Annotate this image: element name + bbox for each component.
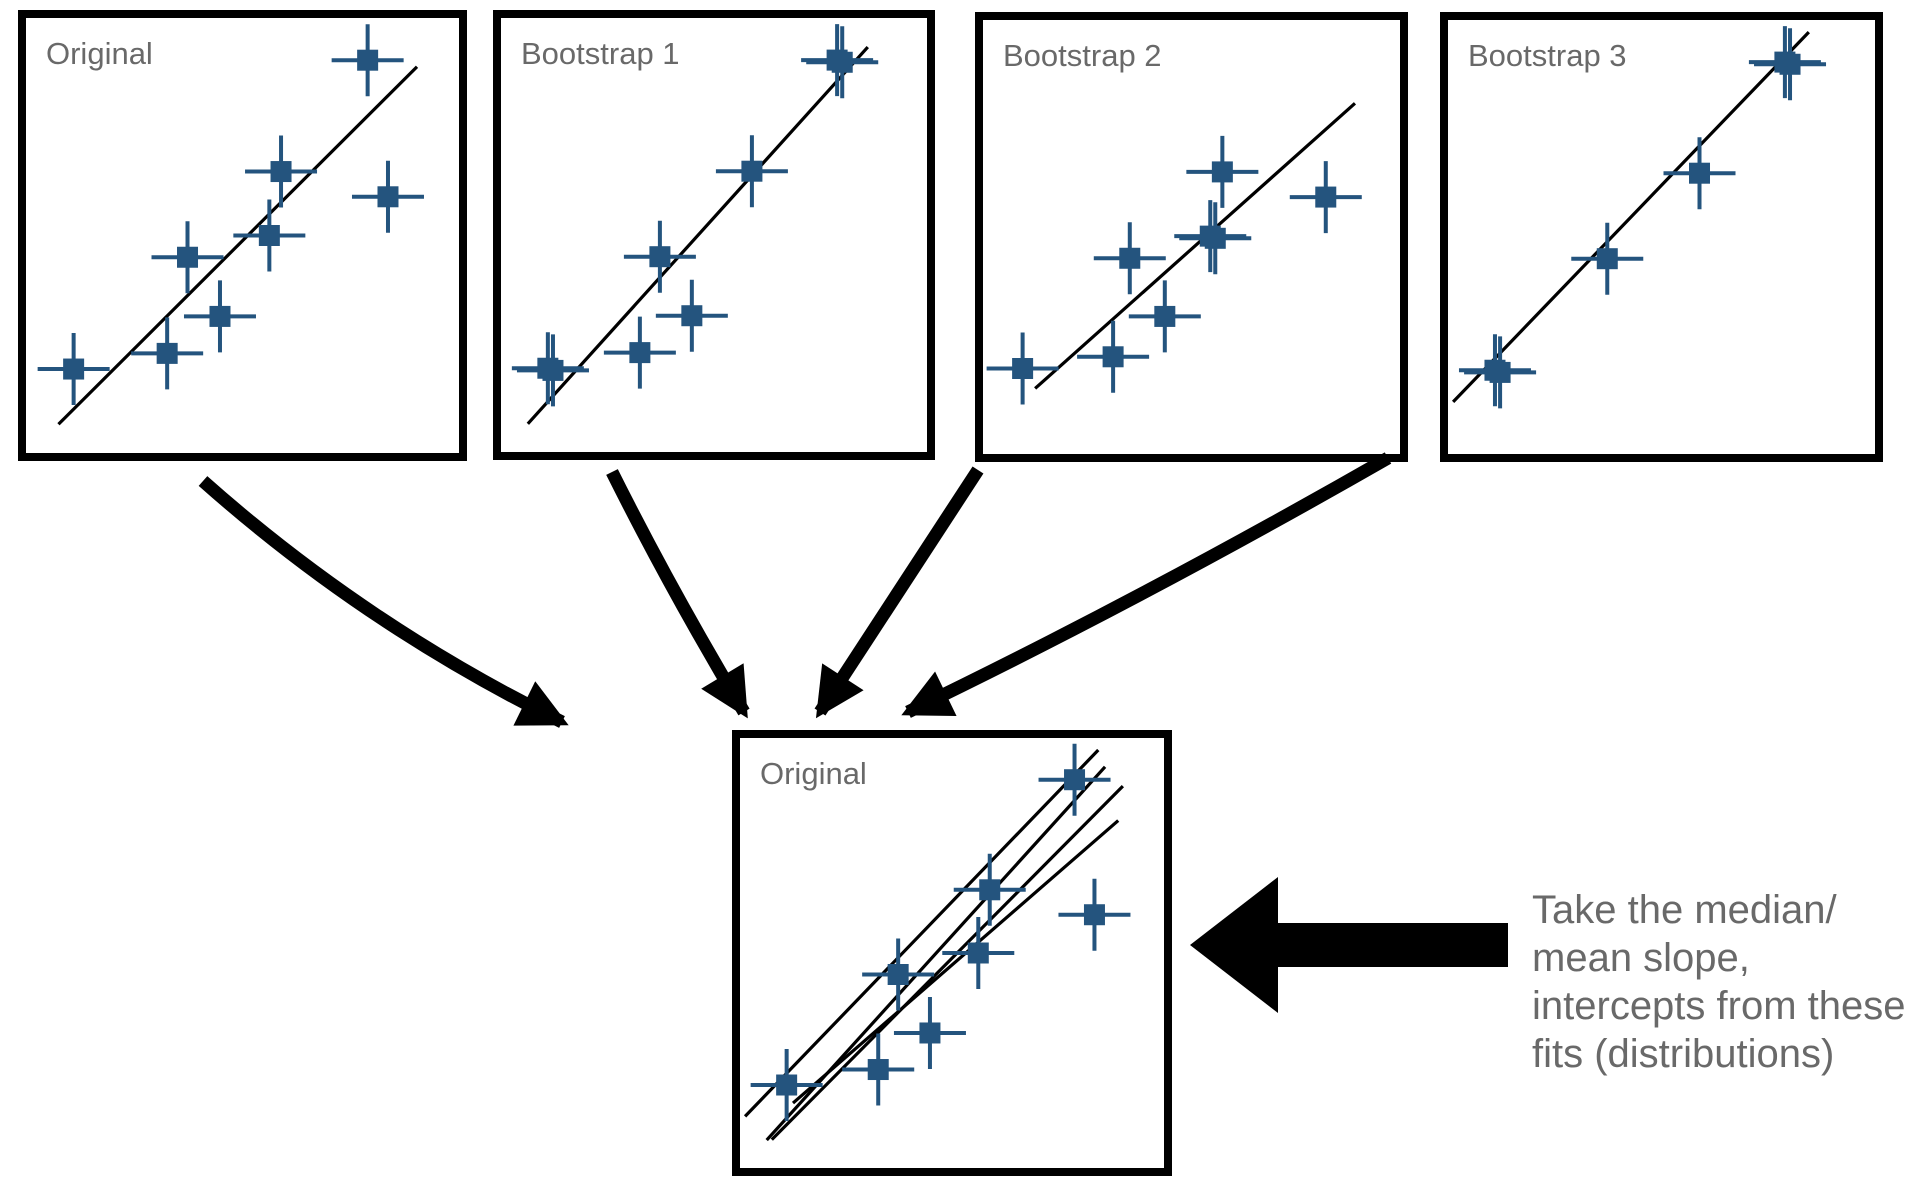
data-point-marker [357, 49, 379, 71]
fit-line [791, 819, 1120, 1105]
annotation-text: Take the median/ mean slope, intercepts … [1532, 886, 1920, 1078]
data-point-marker [967, 942, 989, 964]
data-point-marker [156, 342, 178, 364]
data-point-marker [776, 1074, 798, 1096]
panel-bootstrap-3: Bootstrap 3 [1440, 12, 1883, 462]
panel-combined-title: Original [760, 756, 867, 791]
annotation-line-4: fits (distributions) [1532, 1032, 1835, 1076]
flow-arrow-icon [198, 476, 569, 728]
flow-arrow-icon [606, 469, 750, 719]
panel-original: Original [18, 10, 467, 461]
scatter-plot-bootstrap-3 [1451, 26, 1827, 409]
annotation-line-1: Take the median/ [1532, 888, 1837, 932]
data-point-marker [831, 51, 853, 73]
fit-line [770, 785, 1125, 1141]
data-point-marker [1102, 346, 1124, 368]
fit-line [57, 65, 419, 426]
data-point-marker [1315, 186, 1337, 208]
flow-arrows [198, 452, 1392, 728]
data-point-marker [1012, 358, 1034, 380]
flow-arrow-icon [901, 452, 1392, 718]
data-point-marker [177, 246, 199, 268]
flow-arrow-icon [814, 466, 984, 719]
data-point-marker [258, 225, 280, 246]
annotation-line-2: mean slope, [1532, 936, 1750, 980]
data-point-marker [741, 160, 763, 182]
panel-bootstrap-2: Bootstrap 2 [975, 12, 1408, 462]
scatter-plot-bootstrap-2 [986, 102, 1362, 405]
panel-bootstrap-1-title: Bootstrap 1 [521, 36, 680, 71]
data-point-marker [919, 1022, 941, 1044]
data-point-marker [1119, 247, 1141, 269]
data-point-marker [63, 358, 85, 380]
data-point-marker [1489, 361, 1511, 383]
panel-bootstrap-3-title: Bootstrap 3 [1468, 38, 1627, 73]
data-point-marker [1083, 904, 1105, 926]
data-point-marker [867, 1059, 889, 1081]
data-point-marker [1689, 162, 1711, 184]
fit-line [743, 748, 1100, 1118]
data-point-marker [1211, 161, 1233, 183]
data-point-marker [1779, 53, 1801, 75]
data-point-marker [270, 161, 292, 183]
big-left-arrow-icon [1190, 877, 1508, 1013]
data-point-marker [542, 359, 564, 381]
data-point-marker [979, 879, 1001, 901]
panel-bootstrap-2-title: Bootstrap 2 [1003, 38, 1162, 73]
fit-line [1451, 31, 1810, 404]
fit-line [1034, 102, 1357, 390]
scatter-plot-bootstrap-1 [511, 24, 879, 425]
data-point-marker [681, 305, 703, 327]
data-point-marker [887, 964, 909, 985]
data-point-marker [1064, 769, 1086, 791]
data-point-marker [1154, 305, 1176, 327]
annotation-line-3: intercepts from these [1532, 984, 1906, 1028]
scatter-plot-combined [743, 743, 1131, 1142]
data-point-marker [1204, 227, 1226, 249]
panel-combined-original: Original [732, 730, 1172, 1176]
fit-line [526, 46, 869, 425]
data-point-marker [649, 246, 671, 268]
data-point-marker [377, 186, 399, 208]
scatter-plot-original [37, 24, 424, 426]
data-point-marker [629, 342, 651, 364]
panel-bootstrap-1: Bootstrap 1 [493, 10, 935, 460]
panel-original-title: Original [46, 36, 153, 71]
data-point-marker [209, 305, 231, 327]
data-point-marker [1596, 248, 1618, 270]
